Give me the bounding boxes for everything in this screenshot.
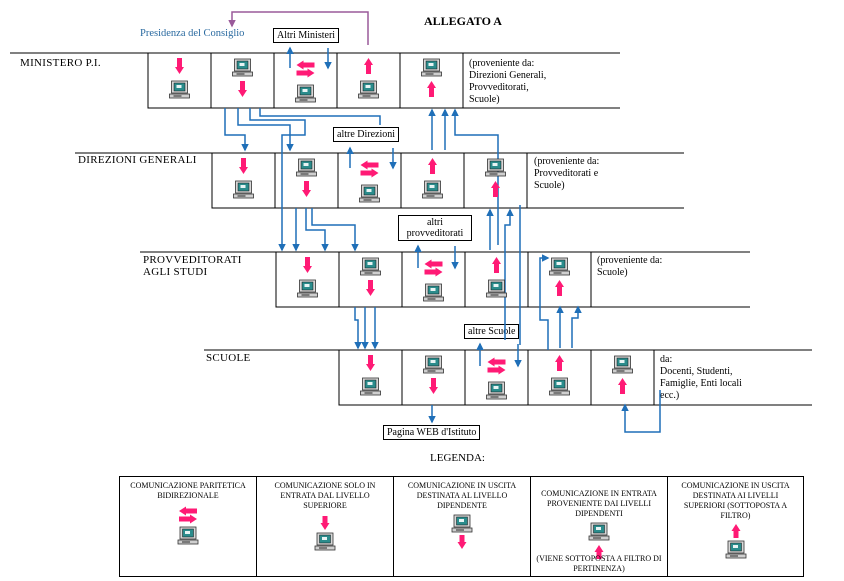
pink-arrow-icon [239, 158, 248, 174]
level-ministero-label: MINISTERO P.I. [20, 57, 101, 69]
computer-icon [423, 355, 444, 374]
pink-arrow-icon [179, 514, 197, 524]
computer-icon [169, 80, 190, 99]
computer-icon [358, 80, 379, 99]
computer-icon [451, 514, 473, 533]
bidirectional-arrows-icon [360, 160, 379, 178]
level-provveditorati-label: PROVVEDITORATI AGLI STUDI [143, 254, 242, 278]
computer-icon [549, 377, 570, 396]
computer-icon [177, 526, 199, 545]
computer-icon [422, 180, 443, 199]
pink-arrow-icon [296, 68, 315, 78]
pink-arrow-icon [457, 535, 467, 549]
pink-arrow-icon [487, 365, 506, 375]
computer-icon [296, 158, 317, 177]
flow-line [237, 108, 294, 152]
pink-arrow-icon [594, 545, 604, 559]
computer-icon [360, 377, 381, 396]
page-title: ALLEGATO A [424, 14, 502, 28]
computer-icon [421, 58, 442, 77]
computer-icon [297, 279, 318, 298]
computer-icon [233, 180, 254, 199]
legend-title: LEGENDA: [430, 452, 485, 464]
level-ministero-note: (proveniente da: Direzioni Generali, Pro… [469, 58, 547, 105]
level-scuole-label: SCUOLE [206, 352, 251, 364]
level-direzioni-note: (proveniente da: Provveditorati e Scuole… [534, 156, 600, 191]
computer-icon [314, 532, 336, 551]
pink-arrow-icon [296, 60, 315, 70]
flow-line [311, 208, 359, 252]
pink-arrow-icon [429, 378, 438, 394]
pink-arrow-icon [320, 516, 330, 530]
flow-line [305, 208, 329, 252]
computer-icon [725, 540, 746, 559]
flow-line [224, 108, 249, 152]
flow-line [571, 305, 582, 348]
incoming-from-above-icon [314, 516, 336, 551]
pink-arrow-icon [491, 181, 500, 197]
legend-item-incoming-above: COMUNICAZIONE SOLO IN ENTRATA DAL LIVELL… [257, 477, 394, 576]
flow-line [621, 390, 661, 433]
legend-item-outgoing-up: COMUNICAZIONE IN USCITA DESTINATA AI LIV… [668, 477, 803, 576]
computer-icon [588, 522, 610, 541]
legend-item-outgoing-down: COMUNICAZIONE IN USCITA DESTINATA AL LIV… [394, 477, 531, 576]
pink-arrow-icon [424, 267, 443, 277]
altre-direzioni-box: altre Direzioni [333, 127, 400, 142]
altri-ministeri-box: Altri Ministeri [273, 28, 340, 43]
pink-arrow-icon [303, 257, 312, 273]
bidirectional-arrows-icon [487, 357, 506, 375]
bidirectional-icon [177, 506, 199, 545]
pink-arrow-icon [618, 378, 627, 394]
pink-arrow-icon [364, 58, 373, 74]
pink-arrow-icon [731, 524, 740, 538]
computer-icon [232, 58, 253, 77]
flow-line [539, 254, 550, 350]
pink-arrow-icon [487, 357, 506, 367]
legend-item-incoming-below: COMUNICAZIONE IN ENTRATA PROVENIENTE DAI… [531, 477, 668, 576]
computer-icon [612, 355, 633, 374]
level-provveditorati-note: (proveniente da: Scuole) [597, 255, 663, 278]
legend-item-bidirectional: COMUNICAZIONE PARITETICA BIDIREZIONALE [120, 477, 257, 576]
computer-icon [549, 257, 570, 276]
pink-arrow-icon [424, 259, 443, 269]
level-direzioni-label: DIREZIONI GENERALI [78, 154, 197, 166]
outgoing-down-icon [451, 514, 473, 549]
bidirectional-arrows-icon [424, 259, 443, 277]
computer-icon [486, 381, 507, 400]
pink-arrow-icon [428, 158, 437, 174]
computer-icon [486, 279, 507, 298]
flow-line [354, 307, 362, 350]
level-scuole-note: da: Docenti, Studenti, Famiglie, Enti lo… [660, 354, 742, 401]
incoming-from-below-icon [588, 522, 610, 559]
pink-arrow-icon [175, 58, 184, 74]
computer-icon [423, 283, 444, 302]
pink-arrow-icon [360, 160, 379, 170]
bidirectional-arrows-icon [296, 60, 315, 78]
computer-icon [295, 84, 316, 103]
flow-line [504, 208, 514, 340]
pink-arrow-icon [366, 280, 375, 296]
bidirectional-arrows-icon [179, 506, 197, 524]
pink-arrow-icon [302, 181, 311, 197]
legend-table: COMUNICAZIONE PARITETICA BIDIREZIONALE C… [119, 476, 804, 577]
pagina-web-box: Pagina WEB d'Istituto [383, 425, 481, 440]
presidenza-label: Presidenza del Consiglio [140, 28, 245, 39]
computer-icon [359, 184, 380, 203]
altri-provveditorati-box: altri provveditorati [398, 215, 472, 241]
pink-arrow-icon [238, 81, 247, 97]
pink-arrow-icon [492, 257, 501, 273]
pink-arrow-icon [366, 355, 375, 371]
pink-arrow-icon [555, 280, 564, 296]
pink-arrow-icon [427, 81, 436, 97]
purple-loop-line [228, 11, 369, 45]
pink-arrow-icon [179, 506, 197, 516]
pink-arrow-icon [360, 168, 379, 178]
outgoing-up-icon [725, 524, 746, 559]
flow-line [259, 108, 381, 125]
flow-line [249, 108, 306, 252]
computer-icon [485, 158, 506, 177]
pink-arrow-icon [555, 355, 564, 371]
flow-diagram [10, 11, 812, 433]
computer-icon [360, 257, 381, 276]
